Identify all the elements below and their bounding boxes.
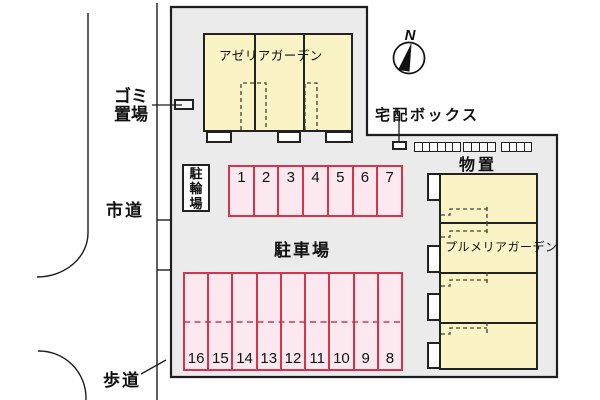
parking-space-12: 12 bbox=[279, 274, 304, 369]
storage-cell bbox=[429, 143, 437, 151]
building-azeria-garden: アゼリアガーデン bbox=[203, 33, 353, 132]
parking-space-8: 8 bbox=[376, 274, 401, 369]
parking-space-1: 1 bbox=[230, 167, 253, 215]
unit-divider bbox=[441, 222, 536, 224]
parking-space-number: 10 bbox=[333, 350, 350, 367]
storage-cell bbox=[415, 143, 422, 151]
unit-divider bbox=[303, 35, 305, 130]
bicycle-parking-box: 駐輪場 bbox=[182, 164, 210, 212]
garbage-area-label: ゴミ 置場 bbox=[114, 88, 148, 124]
parking-space-number: 13 bbox=[260, 350, 278, 367]
parking-space-3: 3 bbox=[277, 167, 302, 215]
parking-space-number: 14 bbox=[236, 350, 253, 367]
azeria-entrance-porch bbox=[325, 131, 353, 143]
storage-label: 物置 bbox=[459, 157, 498, 174]
storage-cell bbox=[464, 143, 471, 151]
storage-cell bbox=[421, 143, 430, 151]
storage-cell bbox=[452, 143, 460, 151]
parking-space-number: 4 bbox=[311, 169, 320, 186]
sidewalk-label: 歩道 bbox=[103, 371, 141, 390]
storage-cell bbox=[444, 143, 453, 151]
unit-divider bbox=[441, 322, 536, 324]
parking-space-number: 1 bbox=[237, 169, 246, 186]
storage-block bbox=[501, 142, 532, 152]
parking-space-14: 14 bbox=[231, 274, 255, 369]
parking-space-2: 2 bbox=[252, 167, 278, 215]
building-plumeria-garden: プルメリアガーデン bbox=[439, 173, 557, 370]
parking-space-16: 16 bbox=[185, 274, 207, 369]
plumeria-entrance-porch bbox=[427, 342, 441, 369]
parking-space-11: 11 bbox=[304, 274, 328, 369]
delivery-box bbox=[392, 141, 407, 150]
parking-space-15: 15 bbox=[207, 274, 231, 369]
parking-space-7: 7 bbox=[376, 167, 401, 215]
garbage-area-label-line2: 置場 bbox=[114, 105, 148, 124]
parking-space-5: 5 bbox=[326, 167, 352, 215]
parking-space-4: 4 bbox=[302, 167, 327, 215]
storage-cell bbox=[479, 143, 487, 151]
parking-space-9: 9 bbox=[352, 274, 377, 369]
storage-cell bbox=[471, 143, 479, 151]
bicycle-parking-label: 駐輪場 bbox=[189, 165, 203, 211]
road-edge-outer bbox=[36, 13, 89, 278]
delivery-box-label: 宅配ボックス bbox=[375, 107, 480, 124]
building-plumeria-label: プルメリアガーデン bbox=[445, 240, 558, 254]
storage-block bbox=[414, 142, 461, 152]
parking-space-number: 16 bbox=[187, 350, 205, 367]
parking-space-number: 7 bbox=[385, 169, 394, 186]
parking-space-number: 12 bbox=[284, 350, 302, 367]
parking-space-10: 10 bbox=[328, 274, 352, 369]
parking-space-number: 2 bbox=[261, 169, 271, 186]
parking-space-number: 6 bbox=[360, 169, 370, 186]
parking-lot-label: 駐車場 bbox=[274, 241, 331, 260]
storage-cell bbox=[437, 143, 445, 151]
azeria-entrance-porch bbox=[277, 131, 301, 143]
storage-cell bbox=[516, 143, 524, 151]
parking-space-number: 5 bbox=[336, 169, 345, 186]
garbage-area-label-line1: ゴミ bbox=[114, 87, 148, 106]
north-arrow-icon bbox=[392, 41, 426, 75]
storage-cell bbox=[508, 143, 517, 151]
parking-space-13: 13 bbox=[255, 274, 280, 369]
garbage-box bbox=[174, 99, 194, 110]
sidewalk-leader-line bbox=[140, 359, 167, 375]
azeria-entrance-porch bbox=[206, 131, 232, 143]
parking-space-number: 8 bbox=[385, 350, 395, 367]
storage-block bbox=[463, 142, 496, 152]
plumeria-entrance-porch bbox=[427, 293, 441, 321]
storage-cell bbox=[523, 143, 532, 151]
road-corner-lower bbox=[37, 350, 87, 400]
parking-space-number: 3 bbox=[286, 169, 295, 186]
north-label: N bbox=[404, 27, 416, 44]
city-road-label: 市道 bbox=[106, 201, 144, 220]
building-azeria-label: アゼリアガーデン bbox=[219, 49, 323, 63]
parking-space-number: 15 bbox=[211, 350, 229, 367]
parking-space-number: 9 bbox=[361, 350, 370, 367]
storage-cell bbox=[487, 143, 495, 151]
parking-space-6: 6 bbox=[351, 167, 377, 215]
plumeria-entrance-porch bbox=[427, 173, 441, 201]
plumeria-entrance-porch bbox=[427, 245, 441, 273]
parking-space-number: 11 bbox=[309, 350, 325, 367]
unit-divider bbox=[441, 272, 536, 274]
